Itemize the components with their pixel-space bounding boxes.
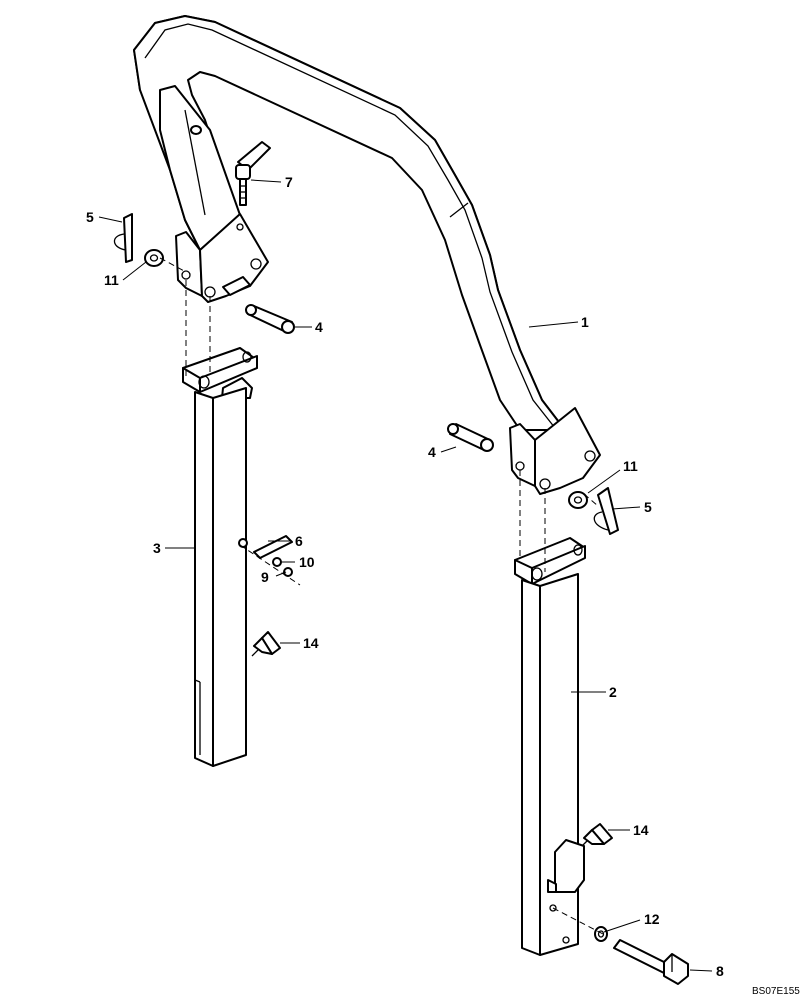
callout-11-left: 11 [104,272,119,288]
part-5-hair-pin-left [113,213,133,263]
part-4-pin-right [447,423,494,452]
part-11-washer-left [144,249,164,267]
drawing-id: BS07E155 [752,986,800,997]
callout-14-right: 14 [633,822,649,838]
part-4-pin-left [245,304,295,334]
callout-5-left: 5 [86,209,94,225]
part-9-nut [283,567,293,577]
callout-12: 12 [644,911,660,927]
callout-11-right: 11 [623,458,638,474]
callout-2: 2 [609,684,617,700]
callout-1: 1 [581,314,589,330]
callout-5-right: 5 [644,499,652,515]
part-11-washer-right [568,491,588,509]
callout-9: 9 [261,569,269,585]
callout-4-right: 4 [428,444,436,460]
callout-8: 8 [716,963,724,979]
callout-4-left: 4 [315,319,323,335]
part-14-stop-left [251,631,281,657]
part-10-washer [272,557,282,567]
callout-6: 6 [295,533,303,549]
left-mount-bracket [175,213,269,303]
part-1-roll-bar-arch [133,15,566,431]
part-8-bolt [613,939,689,985]
part-14-stop-right [581,823,613,847]
part-5-hair-pin-right [593,487,619,535]
part-2-right-upright [514,537,586,956]
part-3-left-upright [182,347,258,767]
callout-7: 7 [285,174,293,190]
callout-10: 10 [299,554,315,570]
callout-3: 3 [153,540,161,556]
part-12-lock-washer [594,926,608,942]
callout-labels: 1 2 3 4 4 5 5 6 7 8 9 10 11 11 12 14 14 [86,174,724,979]
callout-14-left: 14 [303,635,319,651]
right-mount-bracket [509,407,601,495]
part-7-lever [235,141,271,206]
assembly-center-lines [159,257,606,936]
leader-lines [98,179,713,972]
